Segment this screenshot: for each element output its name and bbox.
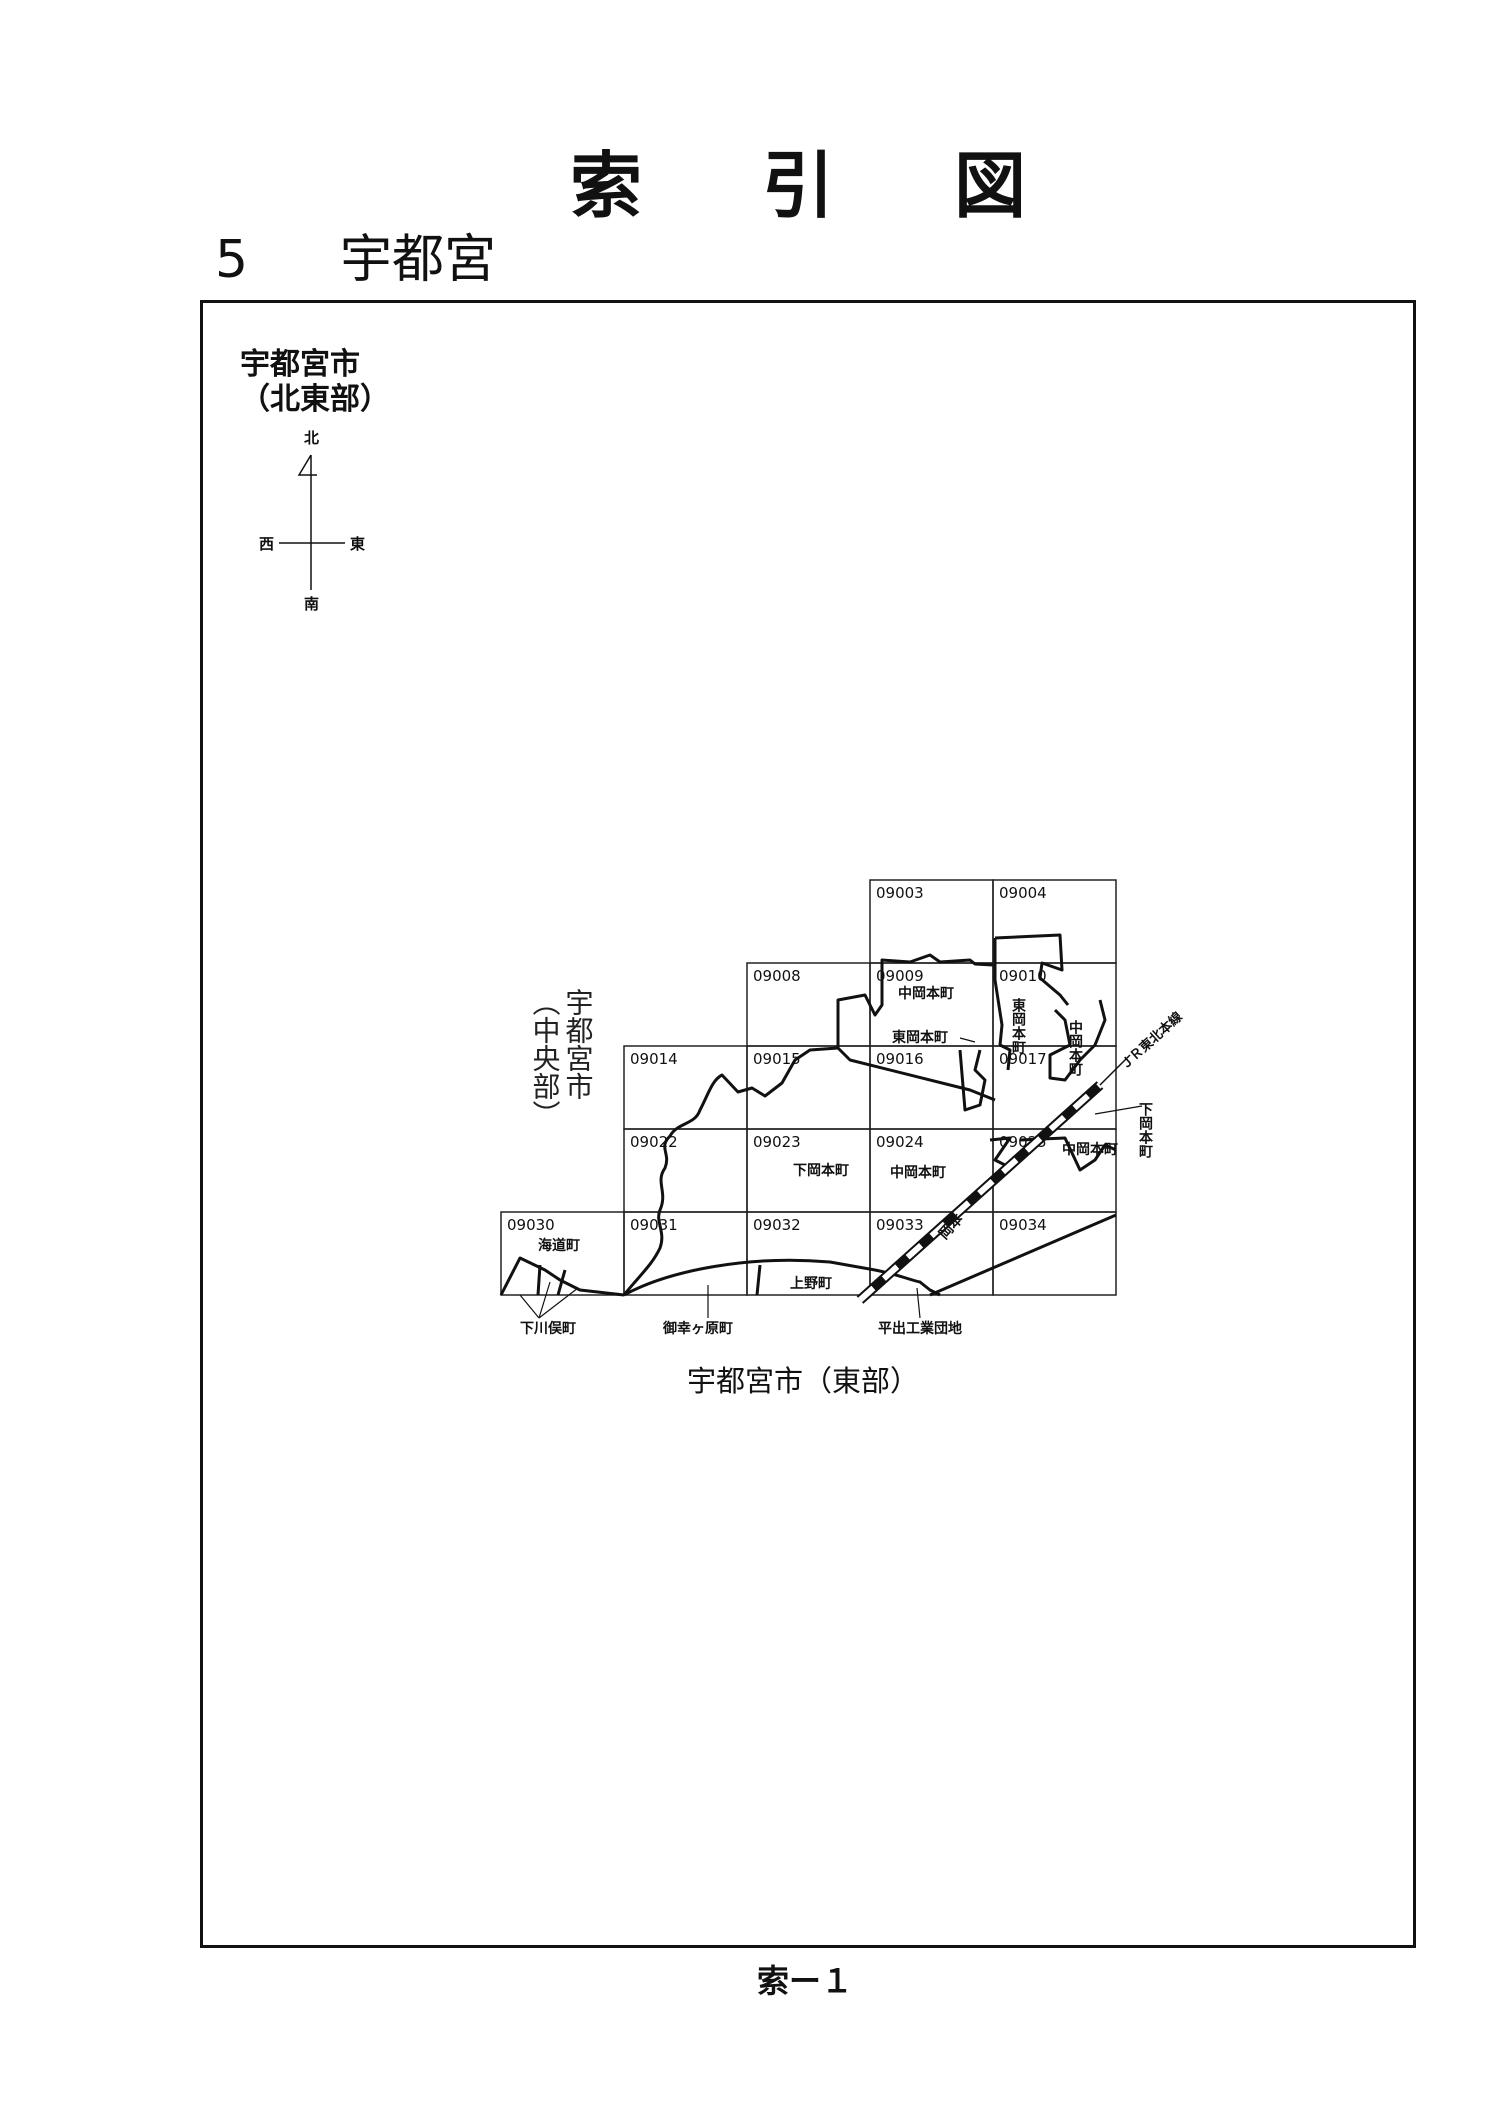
boundary-north xyxy=(994,933,1070,1006)
leader-lines xyxy=(519,1037,1143,1319)
place-nakaoka-1: 中岡本町 xyxy=(898,985,954,1002)
map-frame xyxy=(200,300,1416,1948)
section-name: 宇都宮 xyxy=(340,230,497,290)
compass-east: 東 xyxy=(350,535,366,553)
compass-south: 南 xyxy=(304,595,320,613)
boundary-west xyxy=(622,953,994,1296)
place-shimooka-h: 下岡本町 xyxy=(793,1162,849,1179)
place-nakaoka-v: 中岡本町 xyxy=(1067,1019,1083,1077)
tile-labels: 09003 09004 09008 09009 09010 09014 0901… xyxy=(507,884,1047,1234)
side-region-line1: 宇都宮市 xyxy=(562,988,595,1100)
place-shimokawamata: 下川俣町 xyxy=(520,1320,576,1337)
place-jr-line: ＪＲ東北本線 xyxy=(1117,1008,1186,1073)
tile-label: 09031 xyxy=(630,1216,678,1234)
tile-label: 09015 xyxy=(753,1050,801,1068)
map-region-title-line1: 宇都宮市 xyxy=(240,347,360,382)
compass-north: 北 xyxy=(304,429,320,447)
tile-label: 09023 xyxy=(753,1133,801,1151)
boundary-31-32 xyxy=(623,1258,941,1297)
compass-rose: 北 南 東 西 xyxy=(255,425,375,613)
tile-grid xyxy=(500,879,1117,1296)
tile-label: 09003 xyxy=(876,884,924,902)
section-number: 5 xyxy=(215,230,249,290)
tile-label: 09032 xyxy=(753,1216,801,1234)
page-number: 索ー１ xyxy=(757,1962,854,2000)
boundary-30-b xyxy=(556,1269,567,1296)
jr-railway xyxy=(856,1054,1131,1304)
place-shimooka-v: 下岡本町 xyxy=(1137,1102,1153,1159)
boundary-25 xyxy=(1019,1136,1117,1172)
tile-label: 09030 xyxy=(507,1216,555,1234)
boundary-16 xyxy=(958,1049,987,1112)
page-title: 索引図 xyxy=(570,144,1147,228)
compass-west: 西 xyxy=(259,535,275,553)
boundary-30-a xyxy=(536,1264,542,1296)
boundary-32-a xyxy=(755,1264,762,1296)
tile-label: 09033 xyxy=(876,1216,924,1234)
place-ueno: 上野町 xyxy=(790,1276,832,1292)
place-higashioka-v: 東岡本町 xyxy=(1010,997,1026,1055)
place-nakaoka-2: 中岡本町 xyxy=(1062,1141,1118,1158)
place-labels: 中岡本町 東岡本町 中岡本町 下岡本町 中岡本町 海道町 上野町 下川俣町 御幸… xyxy=(520,985,1186,1337)
tile-label: 09016 xyxy=(876,1050,924,1068)
bottom-region-label: 宇都宮市（東部） xyxy=(687,1364,920,1398)
compass-lines xyxy=(279,454,345,590)
vertical-place-labels: 東岡本町 中岡本町 下岡本町 xyxy=(1010,997,1153,1159)
north-arrow-icon xyxy=(297,454,317,476)
boundary-24 xyxy=(989,1136,1012,1167)
place-hiraide: 平出工業団地 xyxy=(878,1320,962,1337)
index-map: 09003 09004 09008 09009 09010 09014 0901… xyxy=(499,879,1186,1337)
tile-label: 09009 xyxy=(876,967,924,985)
tile-09034[interactable] xyxy=(992,1211,1117,1296)
tile-label: 09034 xyxy=(999,1216,1047,1234)
place-nakaoka-3: 中岡本町 xyxy=(890,1164,946,1181)
place-misachigahara: 御幸ヶ原町 xyxy=(662,1320,733,1337)
tile-label: 09014 xyxy=(630,1050,678,1068)
boundary-34 xyxy=(929,1213,1117,1297)
map-region-title: 宇都宮市 （北東部） xyxy=(240,347,390,417)
tile-label: 09024 xyxy=(876,1133,924,1151)
tile-label: 09010 xyxy=(999,967,1047,985)
map-region-title-line2: （北東部） xyxy=(240,381,390,417)
tile-label: 09008 xyxy=(753,967,801,985)
place-higashioka-h: 東岡本町 xyxy=(892,1029,948,1046)
side-region-line2: （中央部） xyxy=(529,988,562,1128)
tile-label: 09004 xyxy=(999,884,1047,902)
district-boundaries xyxy=(499,933,1117,1297)
place-kaido: 海道町 xyxy=(538,1237,580,1254)
region-labels: 宇都宮市 （中央部） xyxy=(529,988,595,1128)
boundary-17 xyxy=(1048,999,1107,1082)
boundary-30 xyxy=(499,1256,625,1297)
boundary-10 xyxy=(993,938,1012,1071)
